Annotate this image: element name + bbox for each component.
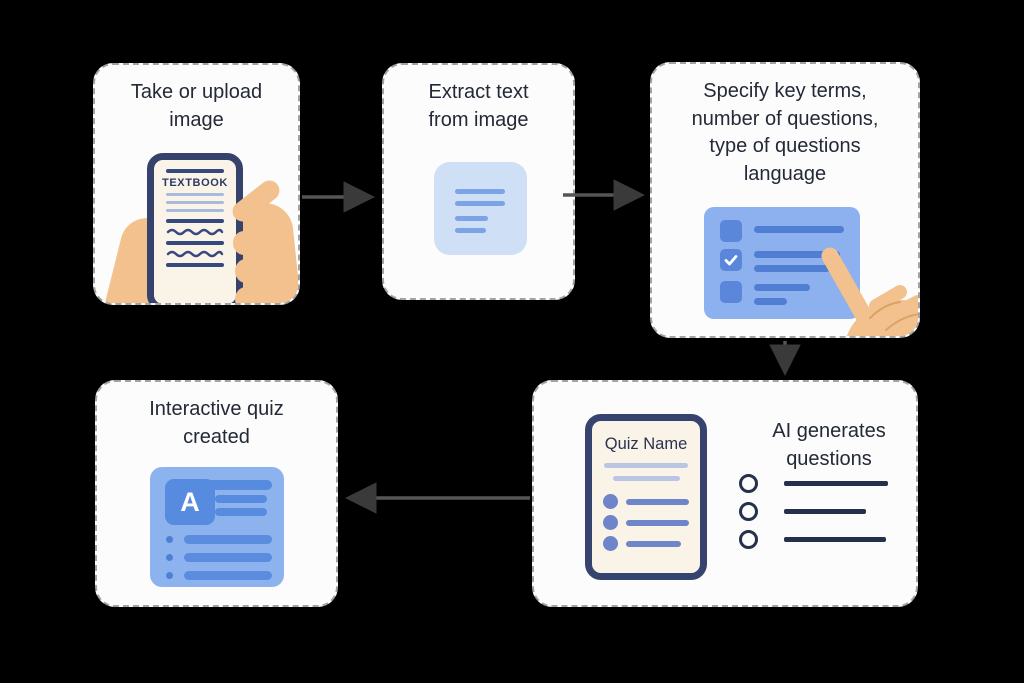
screen-line xyxy=(166,201,224,204)
quiz-card-icon: A xyxy=(150,467,284,587)
question-line xyxy=(784,537,886,542)
step-title: Extract text from image xyxy=(428,81,529,131)
step-title: AI generates questions xyxy=(772,420,886,470)
text-line xyxy=(455,201,505,206)
form-line xyxy=(754,265,830,272)
pointing-hand-icon xyxy=(821,247,918,336)
step-title: Take or upload image xyxy=(130,81,263,131)
form-line xyxy=(754,251,840,258)
quiz-document-title: Quiz Name xyxy=(604,435,688,453)
phone-screen-heading: TEXTBOOK xyxy=(162,177,228,189)
phone-icon: TEXTBOOK xyxy=(147,153,243,303)
dot-icon xyxy=(166,536,173,543)
dot-icon xyxy=(166,554,173,561)
text-line xyxy=(455,228,486,233)
quiz-item-line xyxy=(626,498,689,505)
question-row xyxy=(739,530,888,549)
screen-line xyxy=(166,209,224,212)
wavy-line-icon xyxy=(166,228,224,236)
question-line xyxy=(784,481,888,486)
hand-finger xyxy=(235,259,257,283)
step-card-ai-generates: Quiz Name AI generates questions xyxy=(532,380,918,607)
radio-circle-icon xyxy=(739,474,758,493)
form-line xyxy=(754,226,844,233)
quiz-item-row xyxy=(603,536,689,551)
step-card-extract-text: Extract text from image xyxy=(382,63,575,300)
bullet-icon xyxy=(603,515,618,530)
checkbox-checked-icon xyxy=(720,249,742,271)
option-line xyxy=(184,535,272,544)
question-list-icon xyxy=(739,474,888,558)
form-line xyxy=(754,284,810,291)
text-line xyxy=(455,216,488,221)
card-line xyxy=(215,508,267,516)
text-line xyxy=(604,463,688,468)
dot-icon xyxy=(166,572,173,579)
quiz-option-row xyxy=(166,553,272,562)
bullet-icon xyxy=(603,536,618,551)
quiz-option-row xyxy=(166,535,272,544)
radio-circle-icon xyxy=(739,530,758,549)
screen-line xyxy=(166,193,224,196)
step-card-take-upload-image: Take or upload image TEXTBOOK xyxy=(93,63,300,305)
screen-line xyxy=(166,169,224,173)
quiz-item-row xyxy=(603,494,689,509)
text-document-icon xyxy=(434,162,527,255)
bullet-icon xyxy=(603,494,618,509)
quiz-item-row xyxy=(603,515,689,530)
question-row xyxy=(739,502,888,521)
quiz-item-line xyxy=(626,540,681,547)
question-line xyxy=(784,509,866,514)
step-card-interactive-quiz: Interactive quiz created A xyxy=(95,380,338,607)
answer-badge: A xyxy=(165,479,215,525)
checkmark-icon xyxy=(724,255,738,266)
quiz-item-line xyxy=(626,519,689,526)
text-line xyxy=(455,189,505,194)
option-line xyxy=(184,553,272,562)
step-card-specify-options: Specify key terms, number of questions, … xyxy=(650,62,920,338)
card-line xyxy=(215,495,267,503)
checkbox-icon xyxy=(720,220,742,242)
screen-line xyxy=(166,263,224,267)
checkbox-icon xyxy=(720,281,742,303)
quiz-document-icon: Quiz Name xyxy=(585,414,707,580)
card-line xyxy=(197,480,272,490)
phone-in-hand-icon: TEXTBOOK xyxy=(95,65,298,303)
option-line xyxy=(184,571,272,580)
step-title: Specify key terms, number of questions, … xyxy=(691,80,879,185)
screen-line xyxy=(166,241,224,245)
screen-line xyxy=(166,219,224,223)
quiz-option-row xyxy=(166,571,272,580)
hand-finger xyxy=(235,287,257,303)
step-title: Interactive quiz created xyxy=(149,398,284,448)
hand-finger xyxy=(233,231,255,255)
question-row xyxy=(739,474,888,493)
radio-circle-icon xyxy=(739,502,758,521)
text-line xyxy=(612,476,680,481)
wavy-line-icon xyxy=(166,250,224,258)
form-line xyxy=(754,298,787,305)
